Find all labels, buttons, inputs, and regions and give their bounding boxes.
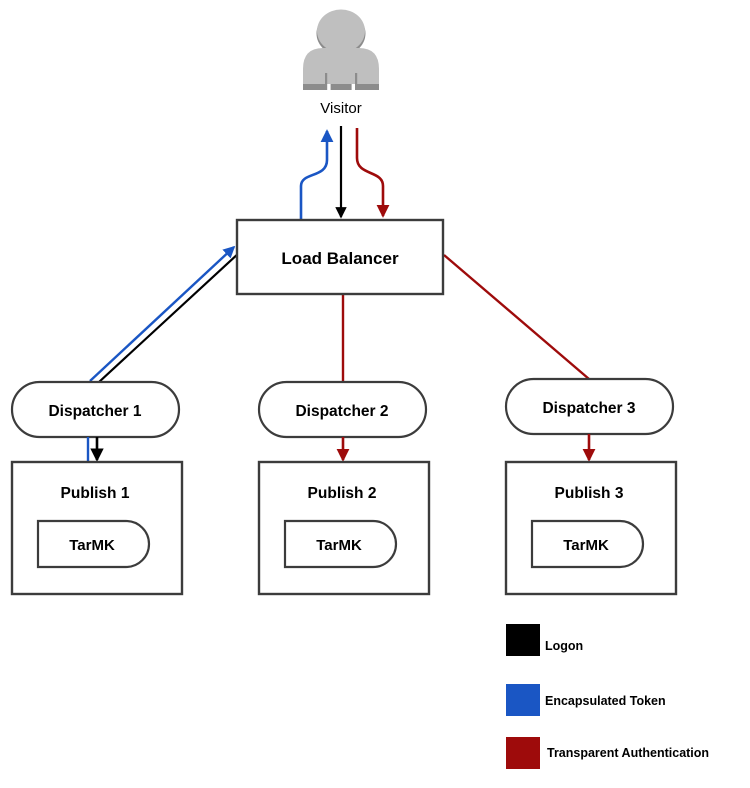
dispatcher-3-label: Dispatcher 3 <box>542 400 635 417</box>
edge-lb-to-dispatcher3 <box>443 254 590 380</box>
legend-item-logon: Logon <box>506 624 583 656</box>
dispatcher-1-label: Dispatcher 1 <box>48 403 141 420</box>
legend-label-logon: Logon <box>545 639 583 653</box>
edge-visitor-to-lb-transparent <box>355 128 390 218</box>
legend-item-encapsulated-token: Encapsulated Token <box>506 684 666 716</box>
publish-2-label: Publish 2 <box>308 485 377 502</box>
edge-lb-to-visitor-token <box>299 129 334 219</box>
tarmk-2-label: TarMK <box>316 537 362 554</box>
dispatcher-2-label: Dispatcher 2 <box>295 403 388 420</box>
publish-1-label: Publish 1 <box>61 485 130 502</box>
legend-swatch-transparent-authentication <box>506 737 540 769</box>
legend-item-transparent-authentication: Transparent Authentication <box>506 737 709 769</box>
node-tarmk-1[interactable] <box>36 519 151 569</box>
edge-dispatcher1-to-lb-token <box>89 245 236 382</box>
legend-swatch-logon <box>506 624 540 656</box>
tarmk-1-label: TarMK <box>69 537 115 554</box>
visitor-label: Visitor <box>320 100 361 117</box>
load-balancer-label: Load Balancer <box>281 249 399 268</box>
node-load-balancer[interactable] <box>235 218 445 296</box>
edge-dispatcher1-to-lb-logon <box>98 251 241 383</box>
node-tarmk-3[interactable] <box>530 519 645 569</box>
person-icon <box>303 9 379 90</box>
node-dispatcher-1[interactable] <box>10 380 181 439</box>
publish-3-label: Publish 3 <box>555 485 624 502</box>
legend-label-encapsulated-token: Encapsulated Token <box>545 694 666 708</box>
legend-swatch-encapsulated-token <box>506 684 540 716</box>
legend: Logon Encapsulated Token Transparent Aut… <box>506 624 709 769</box>
tarmk-3-label: TarMK <box>563 537 609 554</box>
legend-label-transparent-authentication: Transparent Authentication <box>547 746 709 760</box>
node-tarmk-2[interactable] <box>283 519 398 569</box>
